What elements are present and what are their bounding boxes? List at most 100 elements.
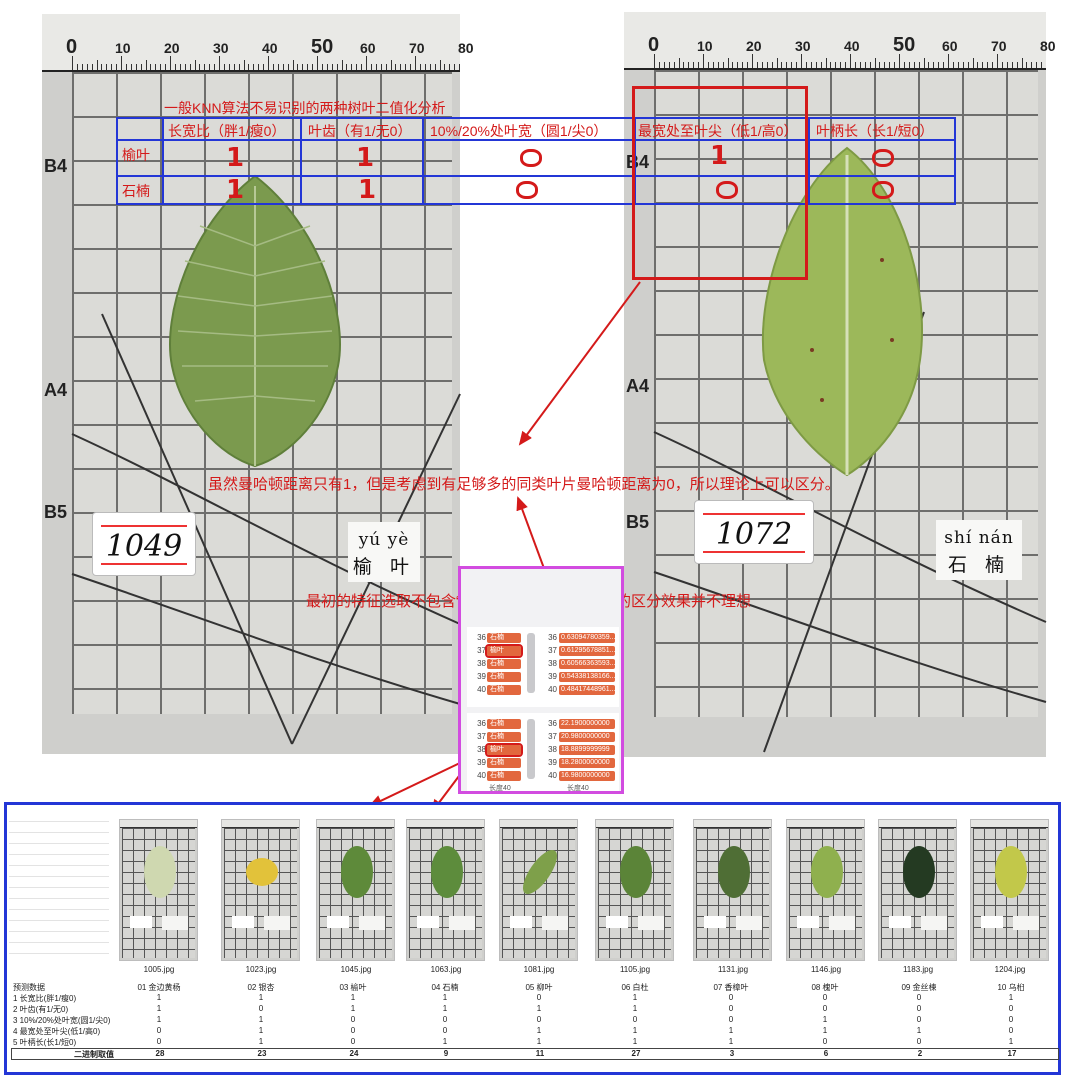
ruler-tick [263, 64, 265, 70]
ruler-tick [658, 62, 660, 68]
ruler-tick [410, 64, 412, 70]
grid-board [72, 72, 452, 714]
predicted-label: 榆叶 [485, 743, 523, 757]
ruler-tick [668, 62, 670, 68]
ruler-tick [248, 64, 250, 70]
row-index: 36 [548, 633, 557, 642]
table-cell: 0 [632, 1015, 638, 1024]
row-label-b4: B4 [626, 152, 650, 172]
ruler-tick [845, 62, 847, 68]
elm-leaf-image [169, 174, 341, 468]
ruler-tick [321, 64, 323, 70]
ruler-tick [693, 62, 695, 68]
table-cell: 24 [349, 1049, 359, 1058]
name-pinyin: yú yè [358, 530, 410, 550]
ruler-tick [972, 58, 974, 68]
feature-table-title: 一般KNN算法不易识别的两种树叶二值化分析 [164, 100, 446, 116]
ruler-tick [459, 64, 461, 70]
leaf-thumbnail[interactable] [878, 819, 957, 961]
table-cell: 0 [442, 1015, 448, 1024]
leaf-thumbnail[interactable] [595, 819, 674, 961]
row-index: 38 [548, 745, 557, 754]
score-value: 0.61295678851... [559, 646, 616, 656]
ruler-tick [405, 64, 407, 70]
ruler-tick [957, 62, 959, 68]
ruler-tick [801, 54, 802, 68]
ruler-tick [170, 56, 171, 70]
ruler-tick [654, 54, 655, 68]
table-cell: 1 [632, 1026, 638, 1035]
ruler-tick [859, 62, 861, 68]
table-cell: 0 [156, 1037, 162, 1046]
row-index: 40 [477, 771, 486, 780]
ruler-tick [952, 62, 954, 68]
ruler-tick [874, 58, 876, 68]
leaf-thumbnail[interactable] [786, 819, 865, 961]
ruler-number: 0 [648, 34, 660, 56]
ruler-tick [805, 62, 807, 68]
ruler-tick [297, 64, 299, 70]
ruler-number: 40 [844, 38, 860, 54]
scrollbar[interactable] [527, 633, 535, 693]
leaf-thumbnail[interactable] [970, 819, 1049, 961]
ruler-tick [747, 62, 749, 68]
table-cell: 1 [632, 1037, 638, 1046]
ruler-tick [243, 60, 245, 70]
ruler-number: 50 [893, 34, 916, 56]
name-pinyin: shí nán [944, 528, 1014, 548]
specimen-tag: 1072 [694, 500, 814, 564]
leaf-thumbnail[interactable] [119, 819, 198, 961]
table-cell: 1 [1008, 993, 1014, 1002]
ruler-number: 60 [942, 38, 958, 54]
ruler-tick [766, 62, 768, 68]
name-chinese: 榆 叶 [352, 556, 416, 578]
thumbnail-filename: 1023.jpg [245, 965, 277, 974]
ruler-tick [424, 64, 426, 70]
leaf-thumbnail[interactable] [406, 819, 485, 961]
ruler-tick [943, 62, 945, 68]
ruler-tick [786, 62, 788, 68]
ruler-tick [894, 62, 896, 68]
ruler-tick [899, 54, 900, 68]
ruler-tick [1041, 62, 1043, 68]
tag-number: 1049 [105, 529, 183, 564]
ruler-tick [688, 62, 690, 68]
ruler-tick [752, 54, 753, 68]
ruler-tick [287, 64, 289, 70]
ruler-tick [228, 64, 230, 70]
ruler-tick [341, 60, 343, 70]
table-cell: 1 [1008, 1037, 1014, 1046]
table-cell: 1 [632, 1004, 638, 1013]
binary-total-label: 二进制取值 [74, 1050, 114, 1059]
ruler-tick [361, 64, 363, 70]
table-cell: 04 石楠 [431, 983, 459, 992]
specimen-tag: 1049 [92, 512, 196, 576]
table-cell: 6 [823, 1049, 829, 1058]
ruler-tick [331, 64, 333, 70]
table-cell: 0 [156, 1026, 162, 1035]
scrollbar[interactable] [527, 719, 535, 779]
ruler-tick [150, 64, 152, 70]
ruler-tick [106, 64, 108, 70]
ruler-tick [351, 64, 353, 70]
leaf-thumbnail[interactable] [316, 819, 395, 961]
ruler-tick [854, 62, 856, 68]
name-card: shí nán 石 楠 [936, 520, 1022, 580]
thumbnail-filename: 1204.jpg [994, 965, 1026, 974]
leaf-thumbnail[interactable] [693, 819, 772, 961]
ruler-tick [86, 64, 88, 70]
ruler-tick [1021, 58, 1023, 68]
ruler-tick [997, 54, 998, 68]
leaf-thumbnail[interactable] [221, 819, 300, 961]
ruler-tick [214, 64, 216, 70]
leaf-thumbnail[interactable] [499, 819, 578, 961]
row-index: 39 [548, 758, 557, 767]
thumbnail-filename: 1146.jpg [810, 965, 842, 974]
row-index: 37 [548, 646, 557, 655]
ruler-tick [815, 62, 817, 68]
mark-elm-widest: 1 [710, 141, 729, 171]
ruler-number: 20 [164, 40, 180, 56]
